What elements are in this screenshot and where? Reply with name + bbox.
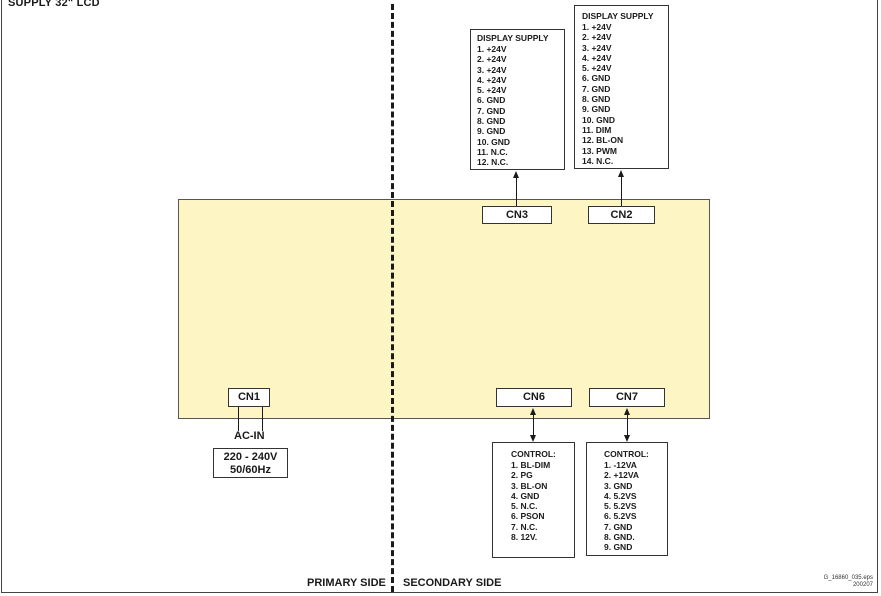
cn3-connector: CN3	[482, 206, 552, 224]
cn6-link-line	[533, 414, 534, 436]
cn2-pin-11: 11. DIM	[582, 124, 612, 135]
cn2-pin-4: 4. +24V	[582, 52, 612, 63]
cn2-pin-7: 7. GND	[582, 83, 611, 94]
cn6-pin-2: 2. PG	[511, 470, 533, 481]
cn6-arrow-down-icon	[530, 435, 536, 442]
cn2-link-line	[621, 176, 622, 206]
cn3-pin-11: 11. N.C.	[477, 146, 508, 157]
cn3-pin-5: 5. +24V	[477, 85, 507, 96]
cn6-pin-6: 6. PSON	[511, 511, 545, 522]
cn2-pin-3: 3. +24V	[582, 42, 612, 53]
cn2-pin-10: 10. GND	[582, 114, 616, 125]
cn6-pin-4: 4. GND	[511, 490, 540, 501]
file-reference: G_16860_035.eps 200207	[824, 575, 873, 589]
cn2-pin-14: 14. N.C.	[582, 155, 614, 166]
cn7-pin-8: 8. GND.	[604, 532, 635, 543]
cn6-pin-7: 7. N.C.	[511, 521, 538, 532]
cn7-arrow-up-icon	[624, 408, 630, 415]
cn3-pin-8: 8. GND	[477, 116, 506, 127]
cn7-pin-2: 2. +12VA	[604, 470, 640, 481]
cn7-pin-5: 5. 5.2VS	[604, 501, 637, 512]
secondary-side-label: SECONDARY SIDE	[403, 577, 502, 589]
cn1-lead-left	[238, 407, 239, 431]
cn2-pin-13: 13. PWM	[582, 145, 617, 156]
primary-secondary-divider	[391, 4, 394, 592]
cn6-pin-5: 5. N.C.	[511, 501, 538, 512]
cn7-pin-9: 9. GND	[604, 542, 633, 553]
cn6-pin-3: 3. BL-ON	[511, 480, 548, 491]
file-date: 200207	[852, 582, 873, 588]
power-supply-board	[178, 199, 710, 419]
cn2-pin-5: 5. +24V	[582, 63, 612, 74]
cn3-pin-9: 9. GND	[477, 126, 506, 137]
file-name: G_16860_035.eps	[823, 575, 873, 581]
cn7-pin-7: 7. GND	[604, 521, 633, 532]
cn1-lead-right	[262, 407, 263, 431]
cn7-pin-4: 4. 5.2VS	[604, 490, 637, 501]
cn2-arrow-icon	[618, 170, 624, 177]
mains-frequency: 50/60Hz	[230, 464, 271, 476]
cn7-arrow-down-icon	[624, 435, 630, 442]
mains-voltage: 220 - 240V	[223, 451, 278, 463]
cn7-pin-1: 1. -12VA	[604, 460, 637, 470]
cn3-link-line	[516, 177, 517, 206]
cn6-arrow-up-icon	[530, 408, 536, 415]
cn3-pin-4: 4. +24V	[477, 74, 507, 85]
cn6-pin-8: 8. 12V.	[511, 532, 538, 543]
mains-input-box: 220 - 240V 50/60Hz	[213, 448, 288, 478]
cn3-arrow-icon	[513, 171, 519, 178]
cn3-pin-10: 10. GND	[477, 136, 511, 147]
cn3-pin-6: 6. GND	[477, 95, 506, 106]
diagram-title: SUPPLY 32" LCD	[8, 0, 100, 9]
cn3-pin-3: 3. +24V	[477, 64, 507, 75]
cn2-pin-9: 9. GND	[582, 104, 611, 115]
cn2-pin-2: 2. +24V	[582, 32, 612, 43]
cn2-pin-6: 6. GND	[582, 73, 611, 84]
cn3-box-title: DISPLAY SUPPLY	[477, 33, 549, 43]
cn7-link-line	[627, 414, 628, 436]
cn6-connector: CN6	[496, 388, 572, 407]
cn3-pin-12: 12. N.C.	[477, 157, 509, 168]
cn2-connector: CN2	[588, 206, 655, 224]
cn3-pin-2: 2. +24V	[477, 54, 507, 65]
cn2-pin-1: 1. +24V	[582, 22, 612, 32]
primary-side-label: PRIMARY SIDE	[307, 577, 386, 589]
cn7-box-title: CONTROL:	[604, 449, 649, 459]
cn2-pin-8: 8. GND	[582, 94, 611, 105]
cn7-pin-6: 6. 5.2VS	[604, 511, 637, 522]
cn3-pin-7: 7. GND	[477, 105, 506, 116]
cn1-connector: CN1	[228, 388, 270, 407]
cn3-pin-1: 1. +24V	[477, 44, 507, 54]
cn6-pin-1: 1. BL-DIM	[511, 460, 551, 470]
cn7-pin-3: 3. GND	[604, 480, 633, 491]
cn6-box-title: CONTROL:	[511, 449, 556, 459]
ac-in-label: AC-IN	[234, 430, 265, 442]
cn2-pin-12: 12. BL-ON	[582, 135, 624, 146]
cn2-box-title: DISPLAY SUPPLY	[582, 11, 654, 21]
cn7-connector: CN7	[589, 388, 665, 407]
